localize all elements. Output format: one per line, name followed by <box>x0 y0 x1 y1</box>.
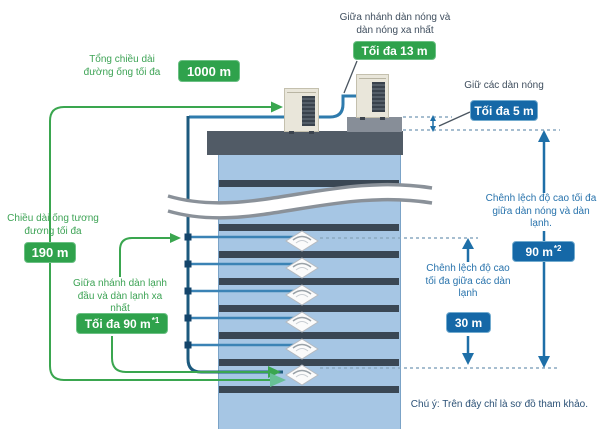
badge-superscript: *1 <box>151 315 160 325</box>
floor-slab <box>219 386 399 393</box>
label-line: lạnh. <box>530 218 552 229</box>
badge-connectors <box>343 60 471 127</box>
badge-height-outdoor-indoor: 90 m*2 <box>512 241 575 262</box>
label-line: Tổng chiều dài <box>89 54 155 65</box>
dashed-reference-lines <box>320 116 560 369</box>
badge-hot-branch: Tối đa 13 m <box>353 41 436 60</box>
height-measure-indoor <box>462 238 474 365</box>
indoor-cassette-unit <box>285 364 319 388</box>
cassette-icon <box>285 230 319 252</box>
label-line: dàn nóng xa nhất <box>356 24 434 36</box>
green-arrowheads <box>170 101 286 387</box>
pipe-branch-joints <box>184 233 192 349</box>
label-line: Chênh lệch độ cao <box>426 263 510 274</box>
badge-text: 30 m <box>454 315 483 330</box>
indoor-cassette-unit <box>285 257 319 281</box>
label-line: Giữa nhánh dàn lạnh <box>73 278 167 289</box>
badge-superscript: *2 <box>553 243 562 253</box>
badge-height-indoor: 30 m <box>446 312 491 333</box>
unit-grille <box>302 96 315 126</box>
floor-slab <box>219 359 399 366</box>
label-height-outdoor-indoor: Chênh lệch độ cao tối đa giữa dàn nóng v… <box>480 193 602 231</box>
outdoor-unit-right <box>356 74 389 120</box>
cassette-icon <box>285 284 319 306</box>
reference-note: Chú ý: Trên đây chỉ là sơ đồ tham khảo. <box>410 399 588 410</box>
label-line: lạnh <box>458 288 478 299</box>
badge-text: 190 m <box>31 245 69 260</box>
floor-slab <box>219 332 399 339</box>
floor-slab <box>219 251 399 258</box>
badge-cold-branch: Tối đa 90 m*1 <box>76 313 168 334</box>
label-cold-branch: Giữa nhánh dàn lạnh đầu và dàn lạnh xa n… <box>68 278 172 316</box>
label-between-outdoor-units: Giữ các dàn nóng <box>444 80 564 93</box>
label-line: nhất <box>110 303 130 314</box>
badge-text: 90 m <box>525 244 553 259</box>
outdoor-unit-pedestal <box>347 117 402 132</box>
badge-equivalent-length: 190 m <box>24 242 76 263</box>
badge-total-pipe-length: 1000 m <box>178 60 240 82</box>
cassette-icon <box>285 311 319 333</box>
label-line: tối đa giữa các dàn <box>425 275 511 287</box>
indoor-cassette-unit <box>285 311 319 335</box>
unit-top-trim <box>287 92 316 93</box>
badge-text: Tối đa 90 m <box>84 316 151 331</box>
cassette-icon <box>285 338 319 360</box>
badge-text: Tối đa 13 m <box>361 43 428 58</box>
label-line: đương tối đa <box>24 225 82 237</box>
indoor-cassette-unit <box>285 338 319 362</box>
unit-foot <box>360 117 365 120</box>
outdoor-unit-left <box>284 88 319 134</box>
badge-text: Tối đa 5 m <box>474 103 534 118</box>
label-line: Chiều dài ống tương <box>7 213 99 224</box>
label-height-indoor: Chênh lệch độ cao tối đa giữa các dàn lạ… <box>409 263 527 301</box>
label-line: đầu và dàn lạnh xa <box>77 290 163 302</box>
outdoor-gap-arrow <box>430 115 436 132</box>
label-line: Chênh lệch độ cao tối đa <box>485 193 597 204</box>
badge-text: 1000 m <box>186 63 232 79</box>
unit-foot <box>380 117 385 120</box>
label-line: đường ống tối đa <box>83 66 161 78</box>
floor-slab <box>219 278 399 285</box>
floor-slab <box>219 180 399 187</box>
label-line: Giữa nhánh dàn nóng và <box>339 12 451 23</box>
roof-slab <box>207 131 403 155</box>
cassette-icon <box>285 257 319 279</box>
label-equivalent-length: Chiều dài ống tương đương tối đa <box>0 213 106 238</box>
floor-slab <box>219 224 399 231</box>
indoor-cassette-unit <box>285 230 319 254</box>
label-line: giữa dàn nóng và dàn <box>492 205 590 217</box>
building-break-wave <box>165 183 434 220</box>
label-total-pipe-length: Tổng chiều dài đường ống tối đa <box>58 54 186 79</box>
label-hot-branch: Giữa nhánh dàn nóng và dàn nóng xa nhất <box>325 12 465 37</box>
unit-foot <box>289 131 294 134</box>
label-line: Giữ các dàn nóng <box>464 80 544 91</box>
badge-between-outdoor-units: Tối đa 5 m <box>470 100 538 121</box>
unit-foot <box>309 131 314 134</box>
unit-top-trim <box>359 78 386 79</box>
unit-grille <box>372 82 385 112</box>
indoor-cassette-unit <box>285 284 319 308</box>
cassette-icon <box>285 364 319 386</box>
floor-slab <box>219 305 399 312</box>
